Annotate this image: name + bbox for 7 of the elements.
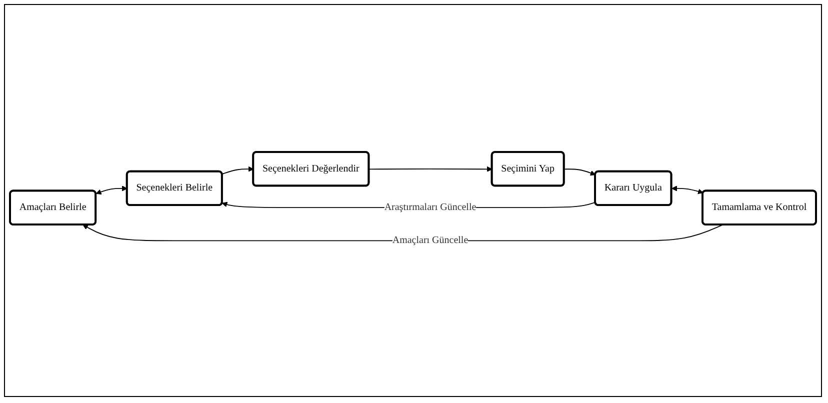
arrow [564,169,596,176]
arrow [672,186,704,194]
edge-label: Araştırmaları Güncelle [384,202,476,213]
edge-label: Amaçları Güncelle [392,235,468,246]
arrow [96,186,128,195]
arrow [368,166,492,172]
arrow [222,166,254,175]
